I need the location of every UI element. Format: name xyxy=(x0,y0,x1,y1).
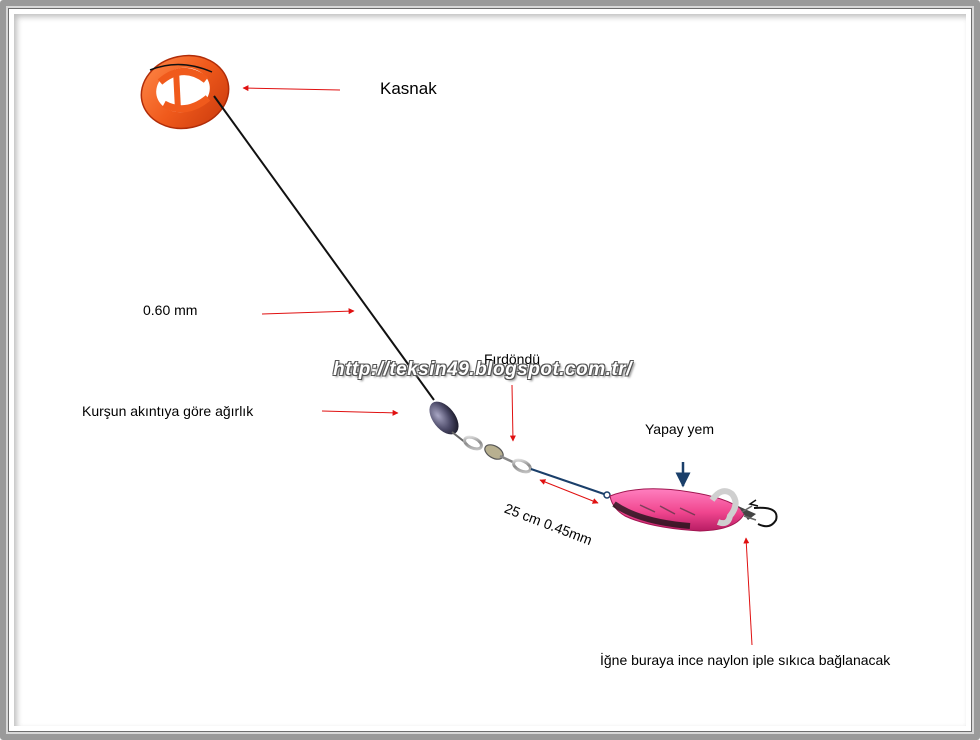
hook xyxy=(753,506,778,528)
hook-note-label: İğne buraya ince naylon iple sıkıca bağl… xyxy=(600,652,891,668)
hook-arrow xyxy=(743,537,753,646)
weight-label: Kurşun akıntıya göre ağırlık xyxy=(82,403,254,419)
swivel-arrow xyxy=(509,384,516,442)
watermark-url: http://teksin49.blogspot.com.tr/ xyxy=(333,359,632,380)
reel-label: Kasnak xyxy=(380,79,437,98)
leader-arrow xyxy=(539,479,599,504)
main-line-arrow xyxy=(261,308,355,315)
leader-line xyxy=(530,468,605,495)
reel-arrow xyxy=(242,85,341,92)
lure xyxy=(609,488,757,532)
main-line xyxy=(213,95,435,401)
swivel xyxy=(463,435,532,474)
main-line-label: 0.60 mm xyxy=(143,302,198,318)
sinker xyxy=(429,401,459,435)
swivel-label: Fırdöndü xyxy=(484,351,541,367)
reel xyxy=(140,54,230,130)
weight-arrow xyxy=(321,409,399,416)
lure-label: Yapay yem xyxy=(645,421,714,437)
